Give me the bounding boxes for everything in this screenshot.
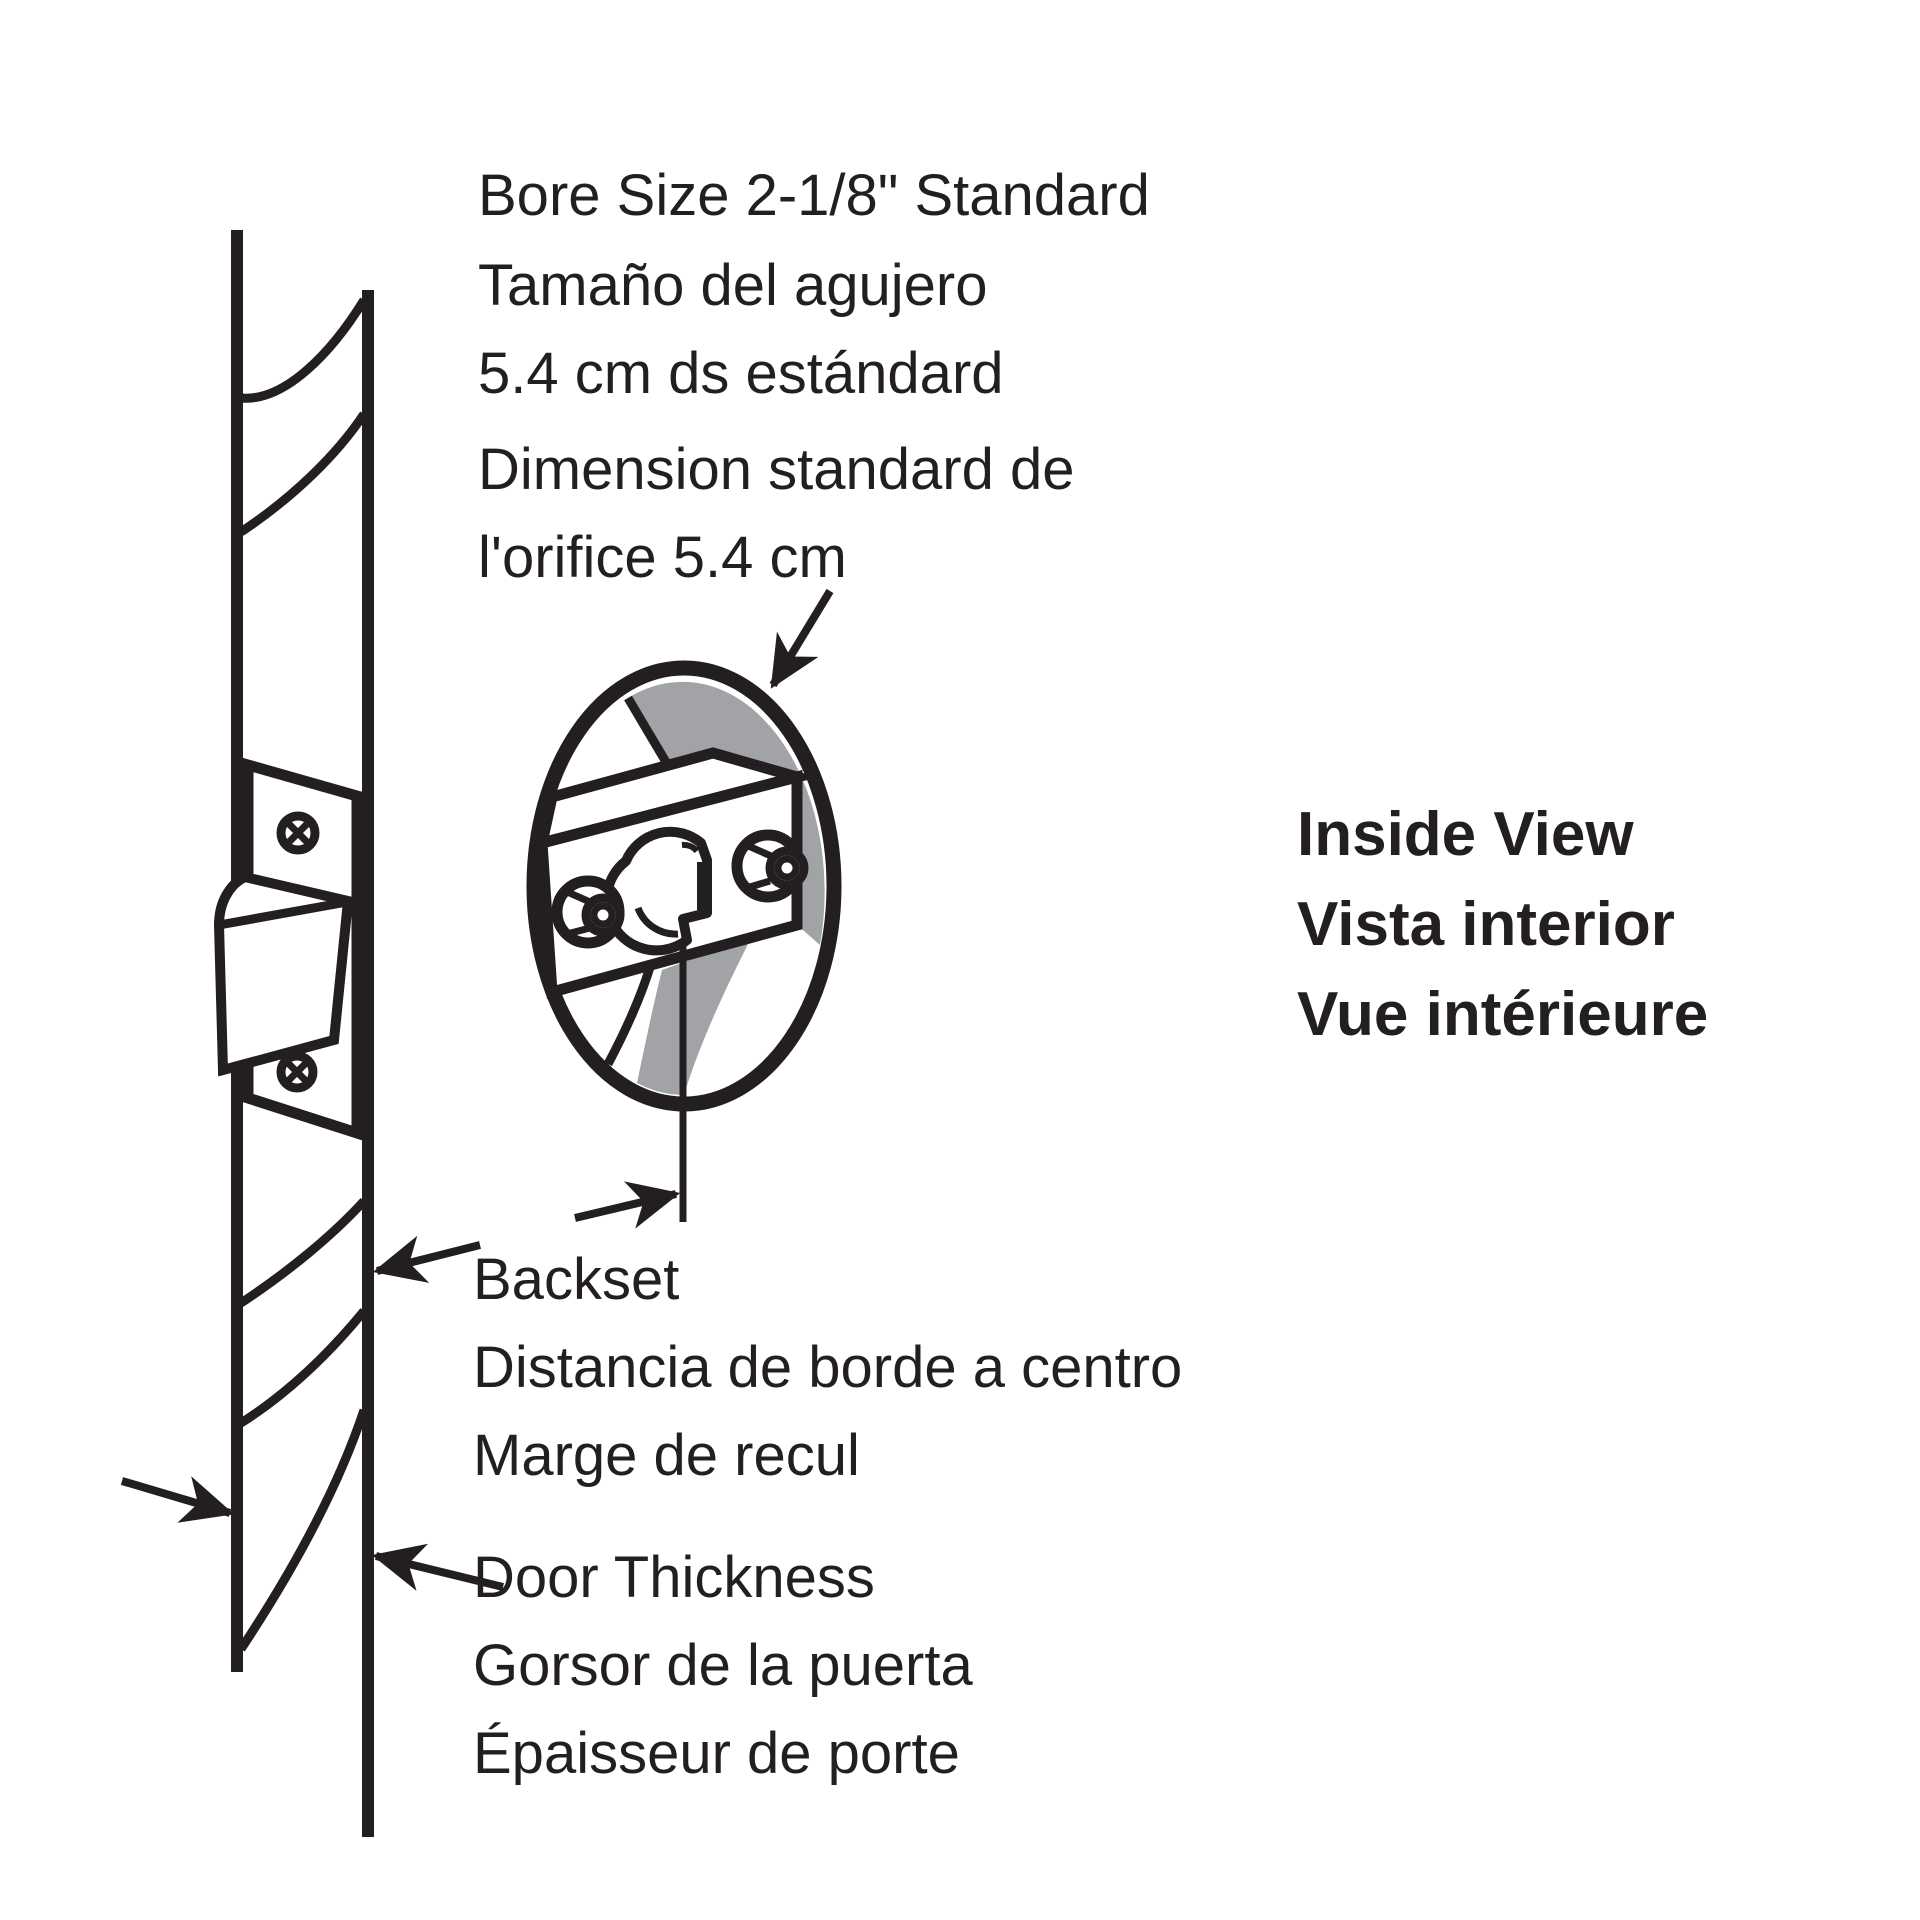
inside-view-label-fr: Vue intérieure <box>1297 980 1709 1049</box>
backset-centerline-arrow-icon <box>574 1181 681 1229</box>
bore-shading-top <box>628 681 825 945</box>
bore-size-label-es: Tamaño del agujero 5.4 cm ds estándard <box>478 253 1004 406</box>
backset-label-en: Backset <box>473 1247 680 1312</box>
bore-size-label-en: Bore Size 2-1/8" Standard <box>478 163 1150 228</box>
inside-view-label-es: Vista interior <box>1297 890 1675 959</box>
mounting-post-right <box>731 829 809 903</box>
bore-wall-edge-upper <box>624 695 670 765</box>
door-thickness-label-es: Gorsor de la puerta <box>473 1633 973 1698</box>
door-thickness-left-arrow-icon <box>120 1476 235 1523</box>
bore-size-arrow-icon <box>769 588 834 689</box>
bore-shading-bottom <box>637 938 751 1095</box>
latch-bolt <box>213 871 354 1077</box>
inside-view-label: Inside View Vista interior Vue intérieur… <box>1297 790 1708 1060</box>
dimension-arrows <box>120 588 834 1591</box>
wood-break-lines <box>237 297 369 1652</box>
backset-label: Backset Distancia de borde a centro Marg… <box>473 1236 1182 1500</box>
inside-view-label-en: Inside View <box>1297 800 1634 869</box>
door-thickness-right-arrow-icon <box>371 1543 504 1591</box>
door-thickness-label-en: Door Thickness <box>473 1545 875 1610</box>
door-edge-drawing <box>213 230 374 1837</box>
bore-size-label-fr: Dimension standard de l'orifice 5.4 cm <box>478 437 1075 590</box>
backset-edge-arrow-icon <box>372 1235 481 1283</box>
bore-detail-view <box>526 660 842 1222</box>
bore-wall-edge-lower <box>604 962 656 1067</box>
screw-top-icon <box>276 811 320 855</box>
backset-label-fr: Marge de recul <box>473 1423 860 1488</box>
door-thickness-label-fr: Épaisseur de porte <box>473 1721 960 1786</box>
spindle-hub <box>601 826 712 956</box>
mounting-post-left <box>551 875 625 949</box>
bore-size-label: Bore Size 2-1/8" Standard Tamaño del agu… <box>478 152 1150 602</box>
door-thickness-label: Door Thickness Gorsor de la puerta Épais… <box>473 1534 973 1798</box>
screw-bottom-icon <box>276 1051 318 1093</box>
backset-label-es: Distancia de borde a centro <box>473 1335 1183 1400</box>
